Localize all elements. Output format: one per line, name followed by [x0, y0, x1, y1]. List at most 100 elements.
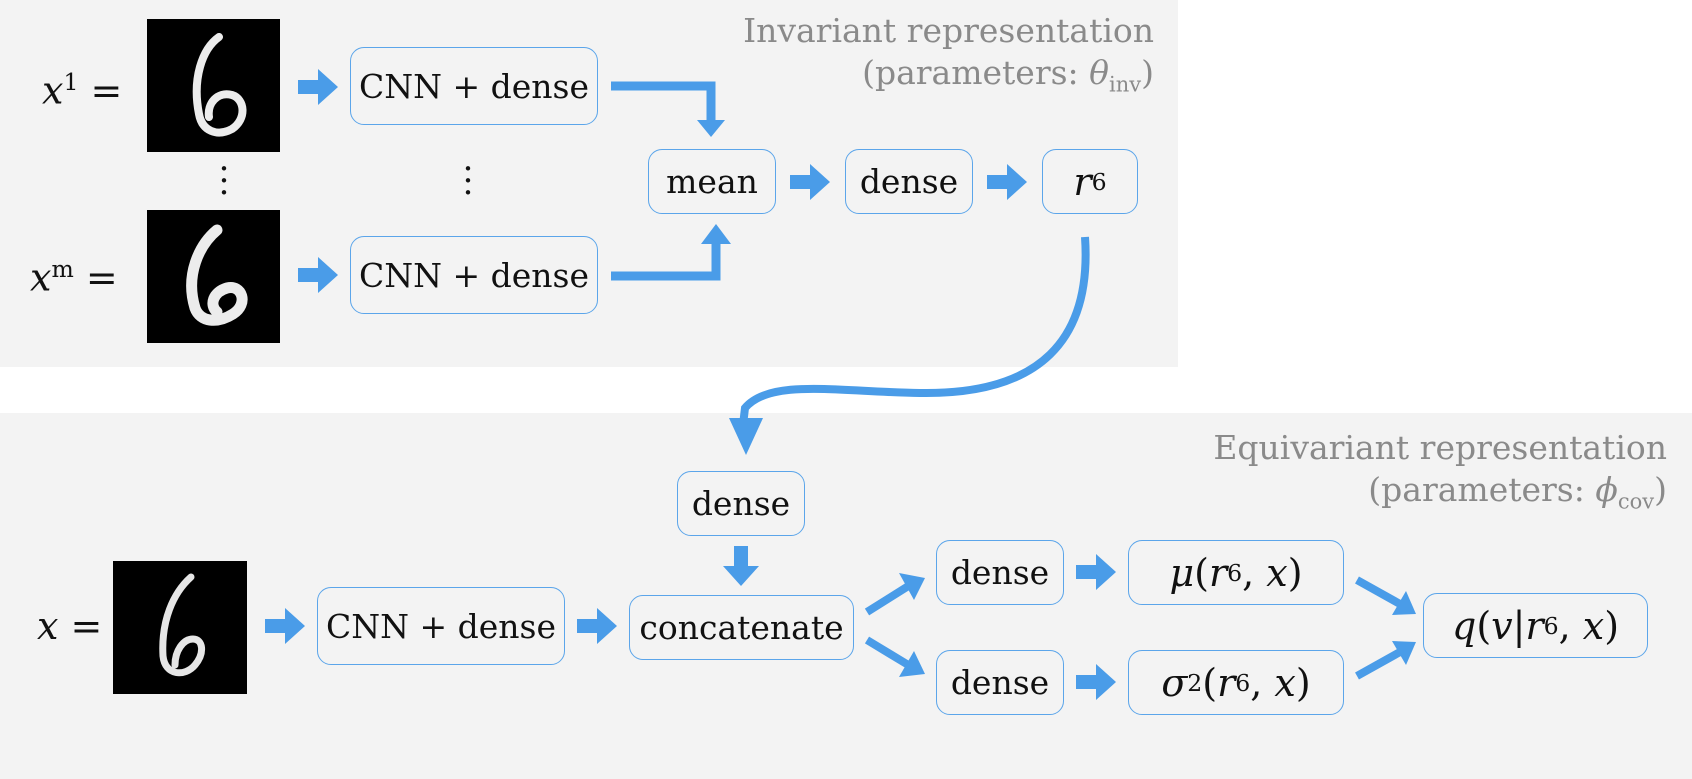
arrow-concat-to-dense-sigma-head [899, 651, 925, 677]
dense-box-invariant: dense [845, 149, 973, 214]
sigma-comma: , [1250, 660, 1275, 705]
digit-image-m [147, 210, 280, 343]
mu-symbol: μ [1169, 550, 1195, 595]
dense-label-sigma: dense [950, 663, 1050, 702]
mean-box: mean [648, 149, 776, 214]
arrow-imagex-to-cnn [265, 608, 305, 644]
cnn-dense-box-m: CNN + dense [350, 236, 598, 314]
arrow-dense-to-sigma [1076, 664, 1116, 700]
dense-label-top: dense [691, 484, 791, 523]
xm-label: xm = [30, 255, 118, 300]
arrow-sigma-to-q-head [1392, 641, 1416, 665]
mu-open-paren: ( [1194, 550, 1209, 595]
digit-image-x [113, 561, 247, 694]
q-r-subscript: 6 [1543, 611, 1559, 640]
equivariant-title-suffix: ) [1654, 470, 1667, 509]
arrow-cnn-to-concat [577, 608, 617, 644]
arrow-cnn1-to-mean-head [697, 120, 725, 137]
arrow-dense-to-mu [1076, 554, 1116, 590]
q-bar: | [1512, 603, 1526, 648]
cnn-dense-label-x: CNN + dense [325, 606, 556, 646]
arrow-sigma-to-q [1355, 648, 1402, 680]
mu-close-paren: ) [1287, 550, 1303, 595]
arrow-cnnm-to-mean-head [701, 224, 731, 244]
dense-label-invariant: dense [859, 162, 959, 201]
q-x: x [1582, 603, 1605, 648]
arrow-mu-to-q-head [1392, 591, 1416, 615]
xm-superscript: m [51, 255, 74, 283]
r6-var: r [1073, 159, 1092, 204]
phi-symbol: ϕ [1595, 470, 1618, 509]
arrow-r6-to-dense-head [729, 418, 763, 455]
cnn-dense-label-1: CNN + dense [358, 66, 589, 106]
x1-var: x [42, 68, 64, 113]
q-close-paren: ) [1604, 603, 1620, 648]
equivariant-title-line2: (parameters: ϕcov) [1213, 469, 1667, 523]
arrow-mu-to-q [1355, 576, 1402, 608]
arrow-cnn1-to-mean [611, 81, 716, 122]
invariant-title-prefix: (parameters: [862, 53, 1090, 92]
x-var: x [37, 604, 59, 648]
dense-label-mu: dense [950, 553, 1050, 592]
q-r: r [1525, 603, 1544, 648]
digit-six-icon [159, 573, 205, 677]
dense-box-top: dense [677, 471, 805, 536]
arrow-dense-to-concat [723, 546, 759, 586]
arrow-mean-to-dense [790, 164, 830, 200]
mu-r-subscript: 6 [1227, 558, 1243, 587]
theta-symbol: θ [1089, 53, 1110, 92]
arrow-concat-to-dense-mu-head [899, 573, 925, 600]
invariant-title-line1: Invariant representation [743, 11, 1154, 50]
sigma-r: r [1217, 660, 1236, 705]
x1-equals: = [90, 68, 123, 113]
arrow-image1-to-cnn [298, 69, 338, 105]
invariant-title-suffix: ) [1141, 53, 1154, 92]
xm-var: x [30, 255, 52, 300]
concatenate-box: concatenate [629, 595, 854, 660]
equivariant-title: Equivariant representation (parameters: … [1213, 427, 1667, 523]
x1-superscript: 1 [63, 68, 79, 96]
equivariant-title-line1: Equivariant representation [1213, 428, 1667, 467]
mu-r: r [1208, 550, 1228, 595]
arrow-concat-to-dense-sigma [864, 636, 913, 670]
digit-six-icon [186, 224, 248, 326]
digit-image-1 [147, 19, 280, 152]
q-symbol: q [1451, 603, 1477, 648]
theta-subscript: inv [1109, 72, 1142, 97]
concatenate-label: concatenate [639, 608, 844, 647]
q-v: v [1491, 603, 1513, 648]
vertical-ellipsis-inputs: ··· [218, 149, 230, 213]
phi-subscript: cov [1617, 489, 1655, 514]
q-comma: , [1558, 603, 1583, 648]
sigma-open-paren: ( [1202, 660, 1218, 705]
cnn-dense-box-x: CNN + dense [317, 587, 565, 665]
sigma-r-subscript: 6 [1235, 668, 1251, 697]
q-open-paren: ( [1476, 603, 1492, 648]
arrow-dense-to-r6 [987, 164, 1027, 200]
invariant-title: Invariant representation (parameters: θi… [743, 10, 1154, 106]
sigma-symbol: σ [1161, 660, 1188, 705]
cnn-dense-box-1: CNN + dense [350, 47, 598, 125]
digit-six-icon [192, 33, 247, 137]
arrow-r6-to-dense-curve [739, 236, 1090, 426]
equivariant-title-prefix: (parameters: [1368, 470, 1596, 509]
vertical-ellipsis-cnn: ··· [462, 149, 474, 213]
sigma-close-paren: ) [1295, 660, 1311, 705]
r6-subscript: 6 [1091, 167, 1107, 196]
x1-label: x1 = [42, 68, 122, 113]
sigma-superscript: 2 [1187, 668, 1203, 697]
x-label: x = [37, 604, 102, 648]
mean-label: mean [666, 162, 758, 201]
mu-comma: , [1242, 550, 1267, 595]
cnn-dense-label-m: CNN + dense [358, 255, 589, 295]
invariant-title-line2: (parameters: θinv) [743, 52, 1154, 106]
xm-equals: = [85, 255, 118, 300]
dense-box-mu: dense [936, 540, 1064, 605]
dense-box-sigma: dense [936, 650, 1064, 715]
arrow-cnnm-to-mean [611, 242, 721, 281]
